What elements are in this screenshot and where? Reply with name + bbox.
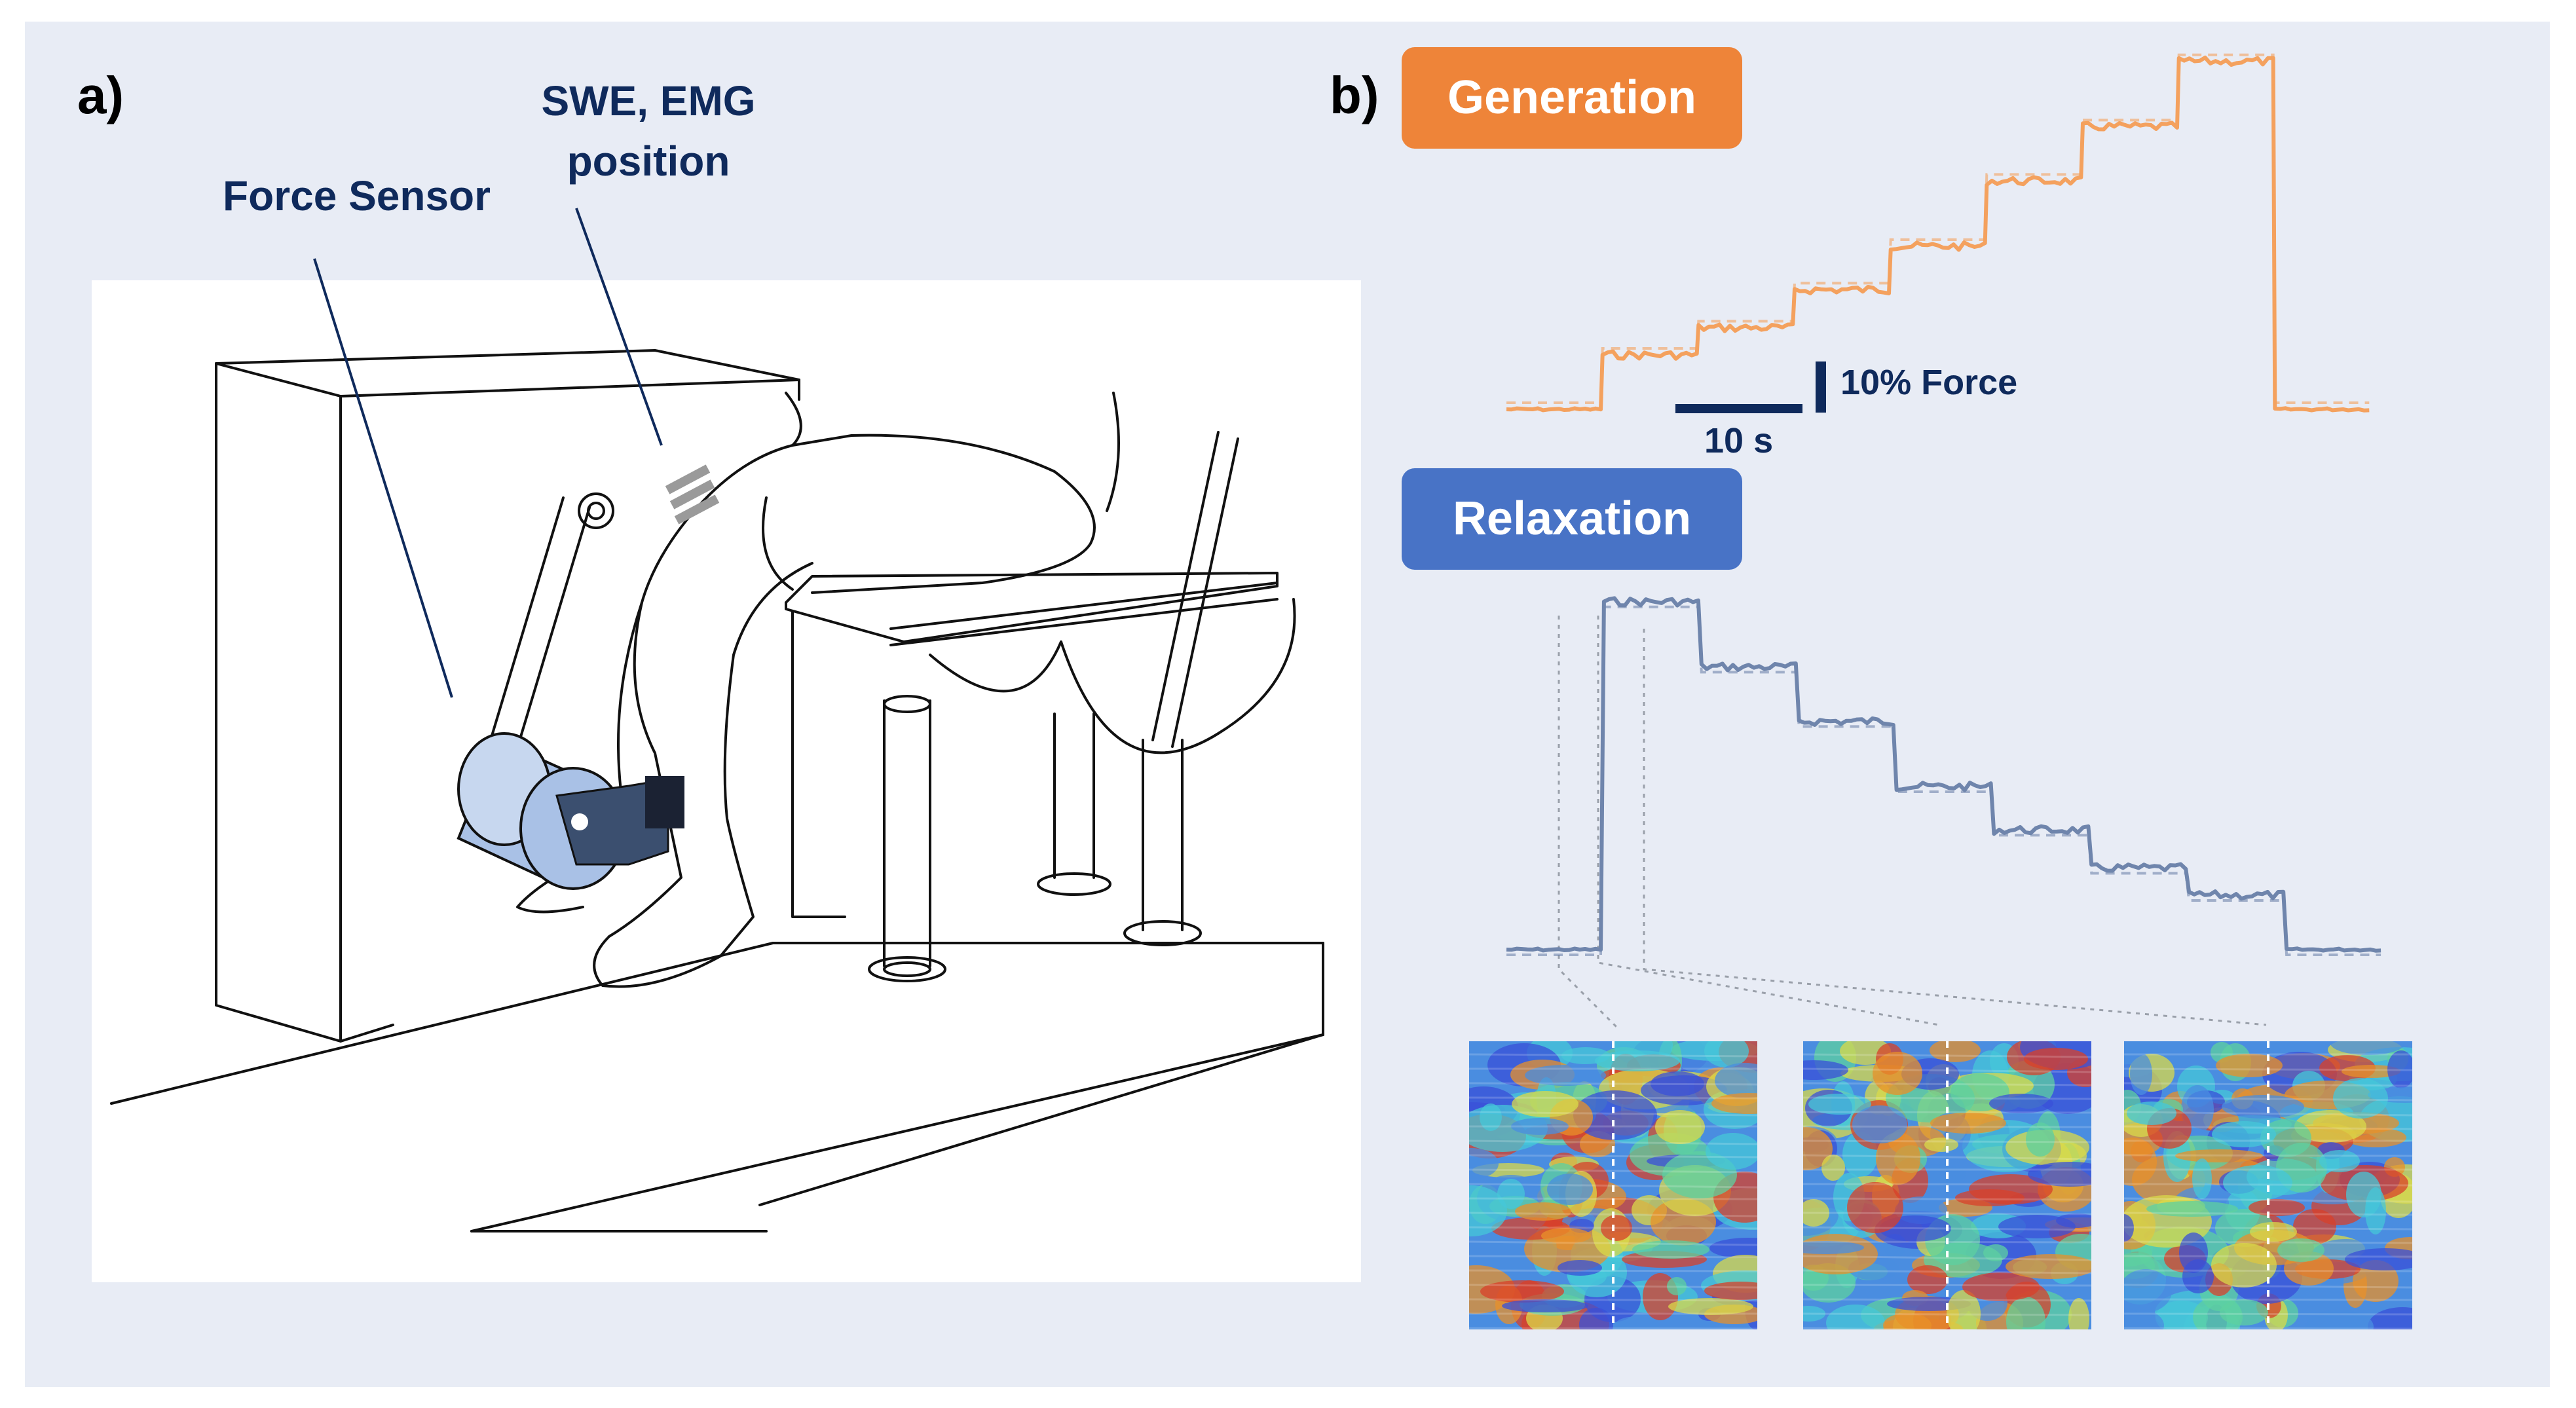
column-foot-front (868, 956, 946, 982)
swe-emg-position-label: SWE, EMG position (511, 71, 786, 191)
force-sensor-leader-line (313, 258, 453, 698)
dynamometer-top (215, 349, 800, 398)
map-connector-lines (1558, 616, 2267, 1029)
relaxation-badge: Relaxation (1402, 468, 1742, 570)
platform-front-edge (758, 1033, 1324, 1206)
dynamometer-lever-arm (483, 496, 591, 771)
elastography-map-3 (2124, 1041, 2412, 1329)
person-torso-outline (693, 434, 1096, 594)
swe-emg-line-1: SWE, EMG (541, 77, 756, 124)
dynamometer-setup-illustration (110, 349, 1324, 1232)
panel-a-label: a) (77, 66, 124, 124)
time-scale-bar (1675, 404, 1802, 413)
generation-force-trace (1506, 55, 2370, 413)
force-scale-label: 10% Force (1840, 363, 2018, 402)
time-scale-label: 10 s (1704, 421, 1774, 460)
chair-backrest-bar (1151, 431, 1220, 741)
chair-seat (785, 572, 1279, 643)
generation-badge: Generation (1402, 47, 1742, 149)
person-leg-outline (593, 509, 813, 988)
swe-leader-line (575, 208, 663, 446)
seat-column-front (883, 699, 931, 967)
relaxation-target-trace (1506, 605, 2381, 956)
elastography-map-2 (1803, 1041, 2091, 1329)
seat-column-middle (1053, 713, 1095, 879)
sensor-clamp (555, 778, 669, 866)
force-sensor-roller (457, 732, 684, 890)
elastography-map-1 (1469, 1041, 1757, 1329)
relaxation-force-trace (1506, 596, 2381, 953)
generation-target-trace (1506, 53, 2370, 404)
chair-front-leg (791, 611, 846, 918)
setup-illustration-frame (92, 280, 1361, 1282)
swe-probe-marker (665, 464, 720, 525)
force-scale-bar (1816, 361, 1826, 413)
panel-b-label: b) (1330, 66, 1379, 124)
swe-emg-line-2: position (567, 138, 730, 185)
seat-bowl-left (929, 640, 1062, 693)
seat-bowl-right (1060, 598, 1296, 754)
person-arm (785, 392, 802, 447)
lever-pivot (578, 492, 614, 529)
force-sensor-label: Force Sensor (223, 172, 491, 219)
seat-column-back (1142, 739, 1184, 931)
